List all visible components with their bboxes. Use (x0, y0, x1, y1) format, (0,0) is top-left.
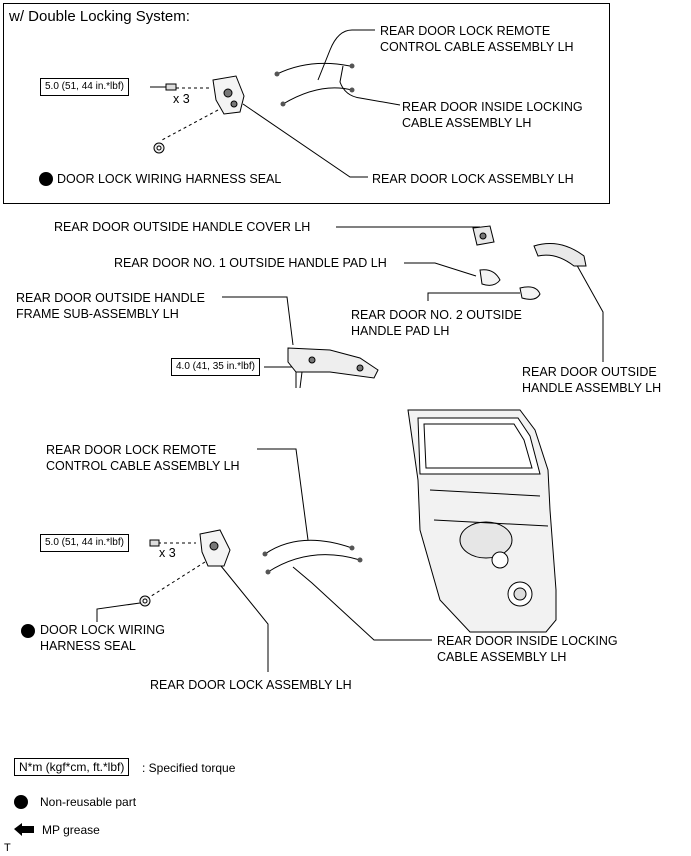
top-lock-assembly-label: REAR DOOR LOCK ASSEMBLY LH (372, 172, 574, 186)
pad2-part (519, 286, 541, 300)
outside-handle-part (533, 243, 587, 267)
panel-title: w/ Double Locking System: (9, 8, 190, 25)
top-cable-ends (274, 63, 355, 107)
handle-assembly-label-1: REAR DOOR OUTSIDE (522, 365, 657, 379)
lower-torque-box: 5.0 (51, 44 in.*lbf) (40, 534, 129, 552)
legend-torque-text: : Specified torque (142, 761, 236, 775)
pad1-part (479, 269, 501, 286)
lower-remote-cable-label-1: REAR DOOR LOCK REMOTE (46, 443, 217, 457)
pad2-label-1: REAR DOOR NO. 2 OUTSIDE (351, 308, 522, 322)
legend-non-reusable-text: Non-reusable part (40, 795, 137, 809)
top-remote-cable-label-2: CONTROL CABLE ASSEMBLY LH (380, 40, 574, 54)
handle-frame-part (287, 347, 379, 389)
pad1-label: REAR DOOR NO. 1 OUTSIDE HANDLE PAD LH (114, 256, 387, 270)
legend-non-reusable-dot-icon (14, 795, 28, 809)
top-seal-part (153, 142, 165, 154)
lower-screw-part (149, 539, 160, 547)
handle-cover-label: REAR DOOR OUTSIDE HANDLE COVER LH (54, 220, 311, 234)
lower-seal-part (139, 595, 151, 607)
top-remote-cable-label-1: REAR DOOR LOCK REMOTE (380, 24, 551, 38)
non-reusable-dot-icon (39, 172, 53, 186)
footer-mark: T (4, 842, 11, 854)
top-lock-assembly-part (212, 75, 245, 115)
non-reusable-dot-icon (21, 624, 35, 638)
top-torque-box: 5.0 (51, 44 in.*lbf) (40, 78, 129, 96)
lower-inside-cable-label-1: REAR DOOR INSIDE LOCKING (437, 634, 618, 648)
frame-label-2: FRAME SUB-ASSEMBLY LH (16, 307, 179, 321)
handle-torque-box: 4.0 (41, 35 in.*lbf) (171, 358, 260, 376)
lower-lock-assembly-label: REAR DOOR LOCK ASSEMBLY LH (150, 678, 352, 692)
pad2-label-2: HANDLE PAD LH (351, 324, 450, 338)
top-inside-cable-label-1: REAR DOOR INSIDE LOCKING (402, 100, 583, 114)
top-harness-seal-label: DOOR LOCK WIRING HARNESS SEAL (57, 172, 282, 186)
lower-inside-cable-label-2: CABLE ASSEMBLY LH (437, 650, 567, 664)
handle-assembly-label-2: HANDLE ASSEMBLY LH (522, 381, 662, 395)
lower-remote-cable-label-2: CONTROL CABLE ASSEMBLY LH (46, 459, 240, 473)
lower-qty-label: x 3 (159, 546, 176, 560)
legend-grease-text: MP grease (42, 823, 100, 837)
rear-door-panel-part (407, 409, 557, 633)
lower-cable-ends (262, 545, 363, 575)
lower-harness-seal-label-1: DOOR LOCK WIRING (40, 623, 166, 637)
lower-harness-seal-label-2: HARNESS SEAL (40, 639, 136, 653)
legend-torque-box: N*m (kgf*cm, ft.*lbf) (14, 758, 130, 776)
top-screw-part (165, 83, 177, 91)
top-qty-label: x 3 (173, 92, 190, 106)
frame-label-1: REAR DOOR OUTSIDE HANDLE (16, 291, 205, 305)
handle-cover-part (472, 225, 495, 246)
top-inside-cable-label-2: CABLE ASSEMBLY LH (402, 116, 532, 130)
lower-lock-assembly-part (199, 529, 231, 567)
grease-arrow-icon (14, 823, 34, 836)
double-locking-panel (3, 3, 610, 204)
